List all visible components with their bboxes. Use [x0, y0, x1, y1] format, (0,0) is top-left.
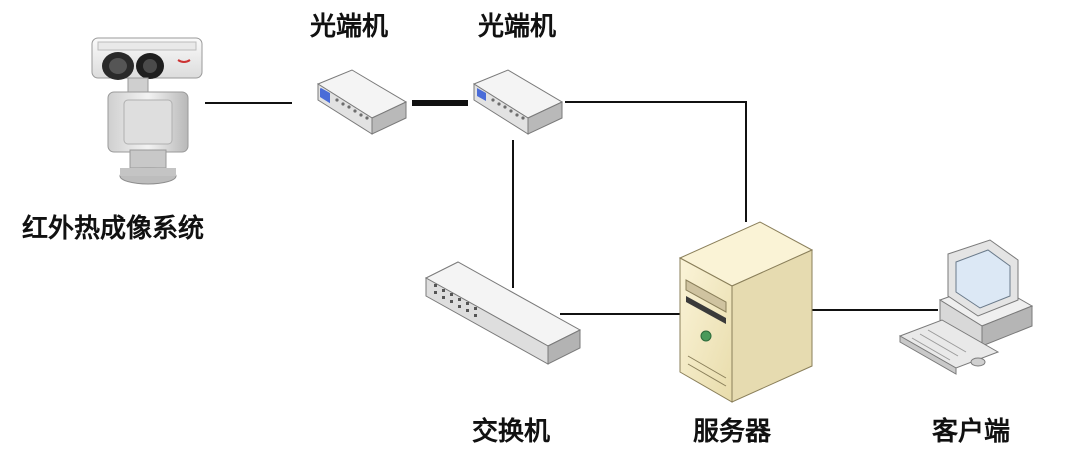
- label-client: 客户端: [932, 416, 1010, 447]
- client-computer-icon: [898, 239, 1034, 375]
- label-fiber-left: 光端机: [309, 12, 388, 42]
- fiber-transceiver-left-icon: [316, 69, 408, 135]
- fiber-to-server-link: [565, 101, 747, 222]
- fiber-transceiver-right-icon: [472, 69, 564, 135]
- connections: [205, 100, 938, 315]
- label-switch: 交换机: [472, 416, 550, 447]
- label-fiber-right: 光端机: [477, 12, 556, 42]
- switch-icon: [424, 261, 582, 365]
- label-server: 服务器: [693, 417, 772, 447]
- label-camera: 红外热成像系统: [22, 213, 204, 244]
- thermal-camera-icon: [91, 37, 203, 185]
- server-icon: [678, 221, 814, 403]
